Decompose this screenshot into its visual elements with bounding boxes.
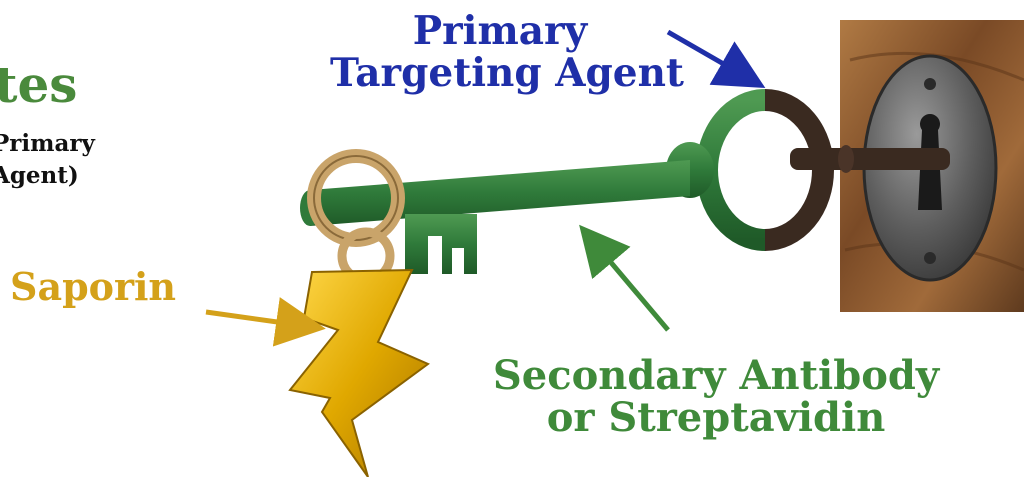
secondary-line-1: Secondary Antibody [492,352,940,399]
secondary-arrow [579,224,670,332]
primary-line-1: Primary [412,8,588,54]
primary-line-2: Targeting Agent [330,50,684,96]
subtitle-line-1: Primary [0,130,95,157]
primary-arrow [666,29,766,88]
title-fragment: ates [0,55,78,114]
secondary-antibody-label: Secondary Antibody or Streptavidin [486,355,946,439]
secondary-line-2: or Streptavidin [546,394,886,441]
lightning-bolt-icon [288,268,430,478]
subtitle-fragment: Primary Agent) [0,128,95,192]
primary-targeting-agent-label: Primary Targeting Agent [330,8,684,96]
saporin-label: Saporin [10,264,177,309]
saporin-arrow [205,297,326,347]
subtitle-line-2: Agent) [0,162,79,189]
